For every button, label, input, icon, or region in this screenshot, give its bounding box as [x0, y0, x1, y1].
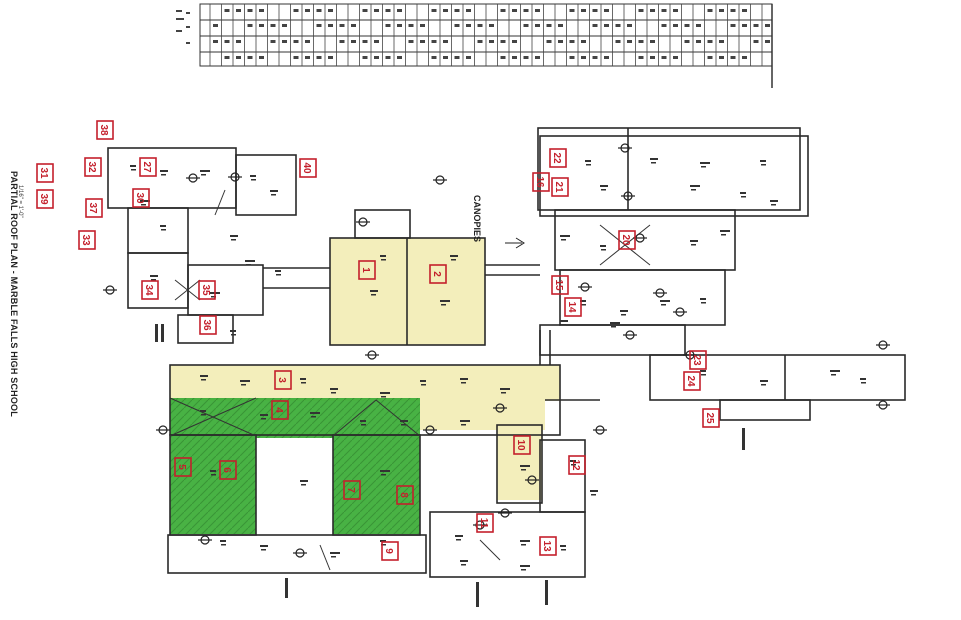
section-number: 14 — [566, 301, 577, 313]
section-number: 30 — [134, 192, 145, 204]
section-marker-10: 10 — [513, 435, 531, 455]
section-number: 23 — [691, 354, 702, 366]
section-markers: 1234567891011121314151620212223242527303… — [36, 120, 720, 561]
section-number: 40 — [301, 162, 312, 174]
section-number: 35 — [200, 284, 211, 296]
section-number: 7 — [345, 487, 356, 493]
section-marker-31: 31 — [36, 163, 54, 183]
schedule-cell-marks — [213, 9, 770, 59]
schedule-left-notes — [176, 10, 190, 44]
section-number: 39 — [38, 193, 49, 205]
section-number: 20 — [620, 234, 631, 246]
plan-note-marks — [130, 158, 866, 571]
section-number: 5 — [176, 464, 187, 470]
section-marker-20: 20 — [618, 230, 636, 250]
section-marker-40: 40 — [299, 158, 317, 178]
section-number: 10 — [515, 439, 526, 451]
section-number: 36 — [201, 319, 212, 331]
section-marker-12: 12 — [568, 455, 586, 475]
drawing-scale: 1/16" = 1'-0" — [17, 185, 23, 218]
section-marker-38: 38 — [96, 120, 114, 140]
section-marker-24: 24 — [683, 371, 701, 391]
section-marker-21: 21 — [551, 177, 569, 197]
section-number: 37 — [87, 202, 98, 214]
building-outlines — [107, 127, 906, 578]
section-marker-3: 3 — [274, 370, 292, 390]
section-number: 11 — [478, 518, 489, 529]
section-marker-1: 1 — [358, 260, 376, 280]
schedule-columns — [209, 4, 763, 66]
section-number: 21 — [553, 181, 564, 193]
section-number: 25 — [704, 412, 715, 424]
section-marker-16: 16 — [532, 172, 550, 192]
drawing-title-block: PARTIAL ROOF PLAN - MARBLE FALLS HIGH SC… — [2, 170, 28, 460]
section-number: 15 — [553, 279, 564, 291]
section-marker-32: 32 — [84, 157, 102, 177]
north-reference-marks — [155, 324, 745, 607]
section-marker-34: 34 — [141, 280, 159, 300]
section-number: 1 — [360, 267, 371, 273]
section-number: 8 — [398, 492, 409, 498]
section-number: 33 — [80, 234, 91, 246]
section-marker-23: 23 — [689, 350, 707, 370]
section-marker-4: 4 — [271, 400, 289, 420]
section-marker-9: 9 — [381, 541, 399, 561]
section-number: 32 — [86, 161, 97, 173]
section-number: 4 — [273, 407, 284, 413]
section-marker-7: 7 — [343, 480, 361, 500]
section-marker-15: 15 — [551, 275, 569, 295]
section-number: 2 — [431, 271, 442, 277]
canopies-label: CANOPIES — [472, 195, 482, 242]
highlight-green-areas — [170, 398, 420, 534]
section-number: 9 — [383, 548, 394, 554]
section-marker-11: 11 — [476, 513, 494, 533]
section-number: 38 — [98, 124, 109, 136]
section-marker-33: 33 — [78, 230, 96, 250]
section-number: 6 — [221, 467, 232, 473]
roof-slope-lines — [169, 189, 651, 571]
section-number: 12 — [570, 459, 581, 471]
section-marker-25: 25 — [702, 408, 720, 428]
section-marker-5: 5 — [174, 457, 192, 477]
section-number: 31 — [38, 167, 49, 179]
section-marker-13: 13 — [539, 536, 557, 556]
section-marker-22: 22 — [549, 148, 567, 168]
section-marker-35: 35 — [198, 280, 216, 300]
section-number: 3 — [276, 377, 287, 383]
section-marker-6: 6 — [219, 460, 237, 480]
section-number: 22 — [551, 152, 562, 164]
section-marker-27: 27 — [139, 157, 157, 177]
canopies-annotation: CANOPIES — [472, 195, 525, 249]
section-number: 13 — [541, 540, 552, 552]
section-number: 34 — [143, 284, 154, 296]
section-number: 27 — [141, 161, 152, 173]
section-marker-36: 36 — [199, 315, 217, 335]
section-marker-37: 37 — [85, 198, 103, 218]
section-marker-39: 39 — [36, 189, 54, 209]
section-number: 16 — [534, 176, 545, 188]
section-marker-2: 2 — [429, 264, 447, 284]
section-marker-8: 8 — [396, 485, 414, 505]
section-number: 24 — [685, 375, 696, 387]
section-marker-14: 14 — [564, 297, 582, 317]
section-marker-30: 30 — [132, 188, 150, 208]
